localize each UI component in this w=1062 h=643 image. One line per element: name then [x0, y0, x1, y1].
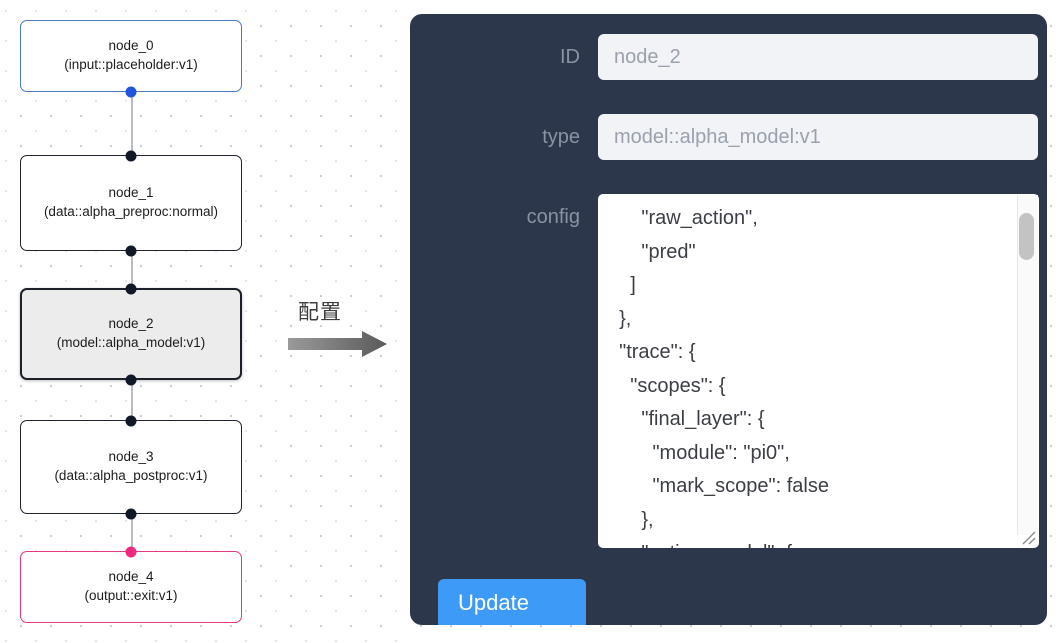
field-row-config: config "raw_action", "pred" ] }, "trace"…: [410, 194, 1047, 548]
update-button[interactable]: Update: [438, 579, 586, 625]
config-scrollbar-thumb[interactable]: [1019, 213, 1034, 260]
port-node4-in[interactable]: [125, 546, 137, 558]
node-type: (data::alpha_postproc:v1): [54, 468, 208, 483]
edge-node0-node1: [130, 92, 133, 156]
node-type: (output::exit:v1): [84, 588, 178, 603]
type-label: type: [542, 126, 580, 148]
node-name: node_2: [108, 316, 154, 332]
config-label: config: [526, 206, 580, 228]
port-node1-in[interactable]: [125, 150, 137, 162]
id-input[interactable]: [598, 34, 1038, 80]
edge-node3-node4: [130, 514, 133, 552]
arrow-label: 配置: [298, 300, 342, 324]
id-label: ID: [560, 46, 580, 68]
port-node0-out[interactable]: [125, 86, 137, 98]
port-node3-in[interactable]: [125, 415, 137, 427]
edge-node1-node2: [130, 251, 133, 289]
node-type: (model::alpha_model:v1): [56, 335, 206, 350]
graph-node-node_3[interactable]: node_3 (data::alpha_postproc:v1): [20, 420, 242, 514]
graph-node-node_0[interactable]: node_0 (input::placeholder:v1): [20, 20, 242, 92]
right-arrow-icon: [288, 331, 387, 357]
graph-node-node_2[interactable]: node_2 (model::alpha_model:v1): [20, 288, 242, 380]
field-row-id: ID: [410, 34, 1047, 80]
port-node2-out[interactable]: [125, 374, 137, 386]
node-name: node_3: [108, 449, 154, 465]
port-node2-in[interactable]: [125, 283, 137, 295]
node-graph-canvas[interactable]: node_0 (input::placeholder:v1) node_1 (d…: [0, 0, 400, 643]
config-textarea-wrapper: "raw_action", "pred" ] }, "trace": { "sc…: [598, 194, 1039, 548]
graph-node-node_4[interactable]: node_4 (output::exit:v1): [20, 551, 242, 623]
config-arrow-group: 配置: [288, 296, 398, 358]
node-name: node_0: [108, 38, 154, 54]
node-type: (input::placeholder:v1): [64, 57, 198, 72]
node-name: node_4: [108, 569, 154, 585]
type-input[interactable]: [598, 114, 1038, 160]
config-scrollbar-track[interactable]: [1017, 195, 1038, 535]
field-row-type: type: [410, 114, 1047, 160]
port-node3-out[interactable]: [125, 508, 137, 520]
config-textarea[interactable]: "raw_action", "pred" ] }, "trace": { "sc…: [598, 194, 1039, 548]
graph-node-node_1[interactable]: node_1 (data::alpha_preproc:normal): [20, 155, 242, 251]
config-text: "raw_action", "pred" ] }, "trace": { "sc…: [619, 207, 829, 548]
node-name: node_1: [108, 185, 154, 201]
node-config-panel: ID type config "raw_action", "pred" ] },…: [410, 14, 1047, 625]
edge-node2-node3: [130, 380, 133, 421]
port-node1-out[interactable]: [125, 245, 137, 257]
node-type: (data::alpha_preproc:normal): [43, 204, 219, 219]
